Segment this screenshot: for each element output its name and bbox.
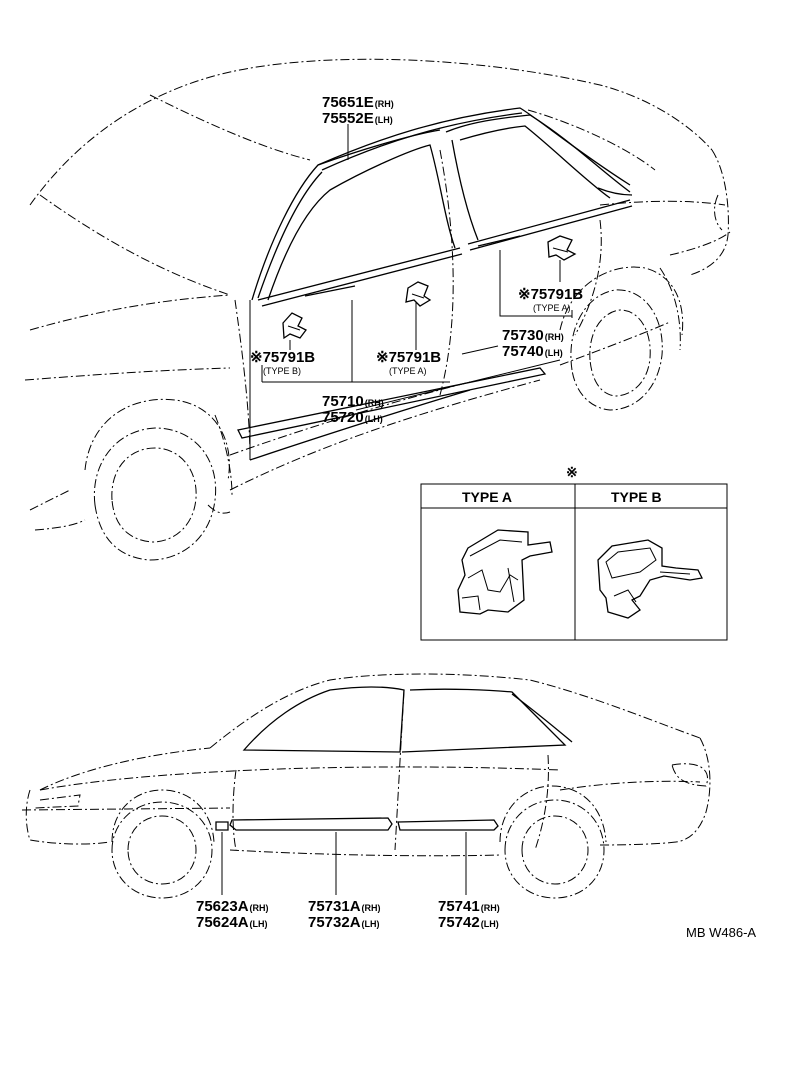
legend-type-b-header: TYPE B bbox=[611, 489, 662, 505]
part-75791B-type-b: ※75791B bbox=[250, 349, 315, 366]
legend-type-a-header: TYPE A bbox=[462, 489, 512, 505]
car-side-view bbox=[21, 673, 711, 899]
car-perspective-view bbox=[24, 58, 731, 561]
part-75791B-type-b-sub: (TYPE B) bbox=[263, 366, 301, 376]
leader-lines-top bbox=[261, 124, 573, 411]
labels-top: 75651E(RH) 75552E(LH) ※75791B (TYPE A) ※… bbox=[250, 94, 583, 426]
part-75651E: 75651E(RH) bbox=[322, 94, 394, 111]
type-b-clip-drawing bbox=[597, 539, 703, 619]
clip-type-a-middle bbox=[405, 281, 432, 307]
clip-type-legend: ※ TYPE A TYPE B bbox=[420, 464, 728, 641]
part-75710: 75710(RH) bbox=[322, 393, 384, 410]
clip-type-a-right bbox=[547, 235, 577, 261]
part-75731A: 75731A(RH) bbox=[308, 898, 381, 915]
diagram-code: MB W486-A bbox=[686, 925, 756, 940]
part-75720: 75720(LH) bbox=[322, 409, 383, 426]
part-75740: 75740(LH) bbox=[502, 343, 563, 360]
part-75741: 75741(RH) bbox=[438, 898, 500, 915]
part-75552E: 75552E(LH) bbox=[322, 110, 393, 127]
legend-mark: ※ bbox=[566, 464, 578, 480]
part-75623A: 75623A(RH) bbox=[196, 898, 269, 915]
part-75624A: 75624A(LH) bbox=[196, 914, 268, 931]
clip-type-b-left bbox=[282, 312, 307, 340]
part-75742: 75742(LH) bbox=[438, 914, 499, 931]
part-75791B-type-a-middle: ※75791B bbox=[376, 349, 441, 366]
part-75732A: 75732A(LH) bbox=[308, 914, 380, 931]
part-75791B-type-a-right-sub: (TYPE A) bbox=[533, 303, 571, 313]
part-75730: 75730(RH) bbox=[502, 327, 564, 344]
type-a-clip-drawing bbox=[457, 529, 553, 615]
part-75791B-type-a-middle-sub: (TYPE A) bbox=[389, 366, 427, 376]
leader-lines-bottom bbox=[221, 832, 467, 895]
part-75791B-type-a-right: ※75791B bbox=[518, 286, 583, 303]
labels-bottom: 75623A(RH) 75624A(LH) 75731A(RH) 75732A(… bbox=[196, 898, 500, 931]
